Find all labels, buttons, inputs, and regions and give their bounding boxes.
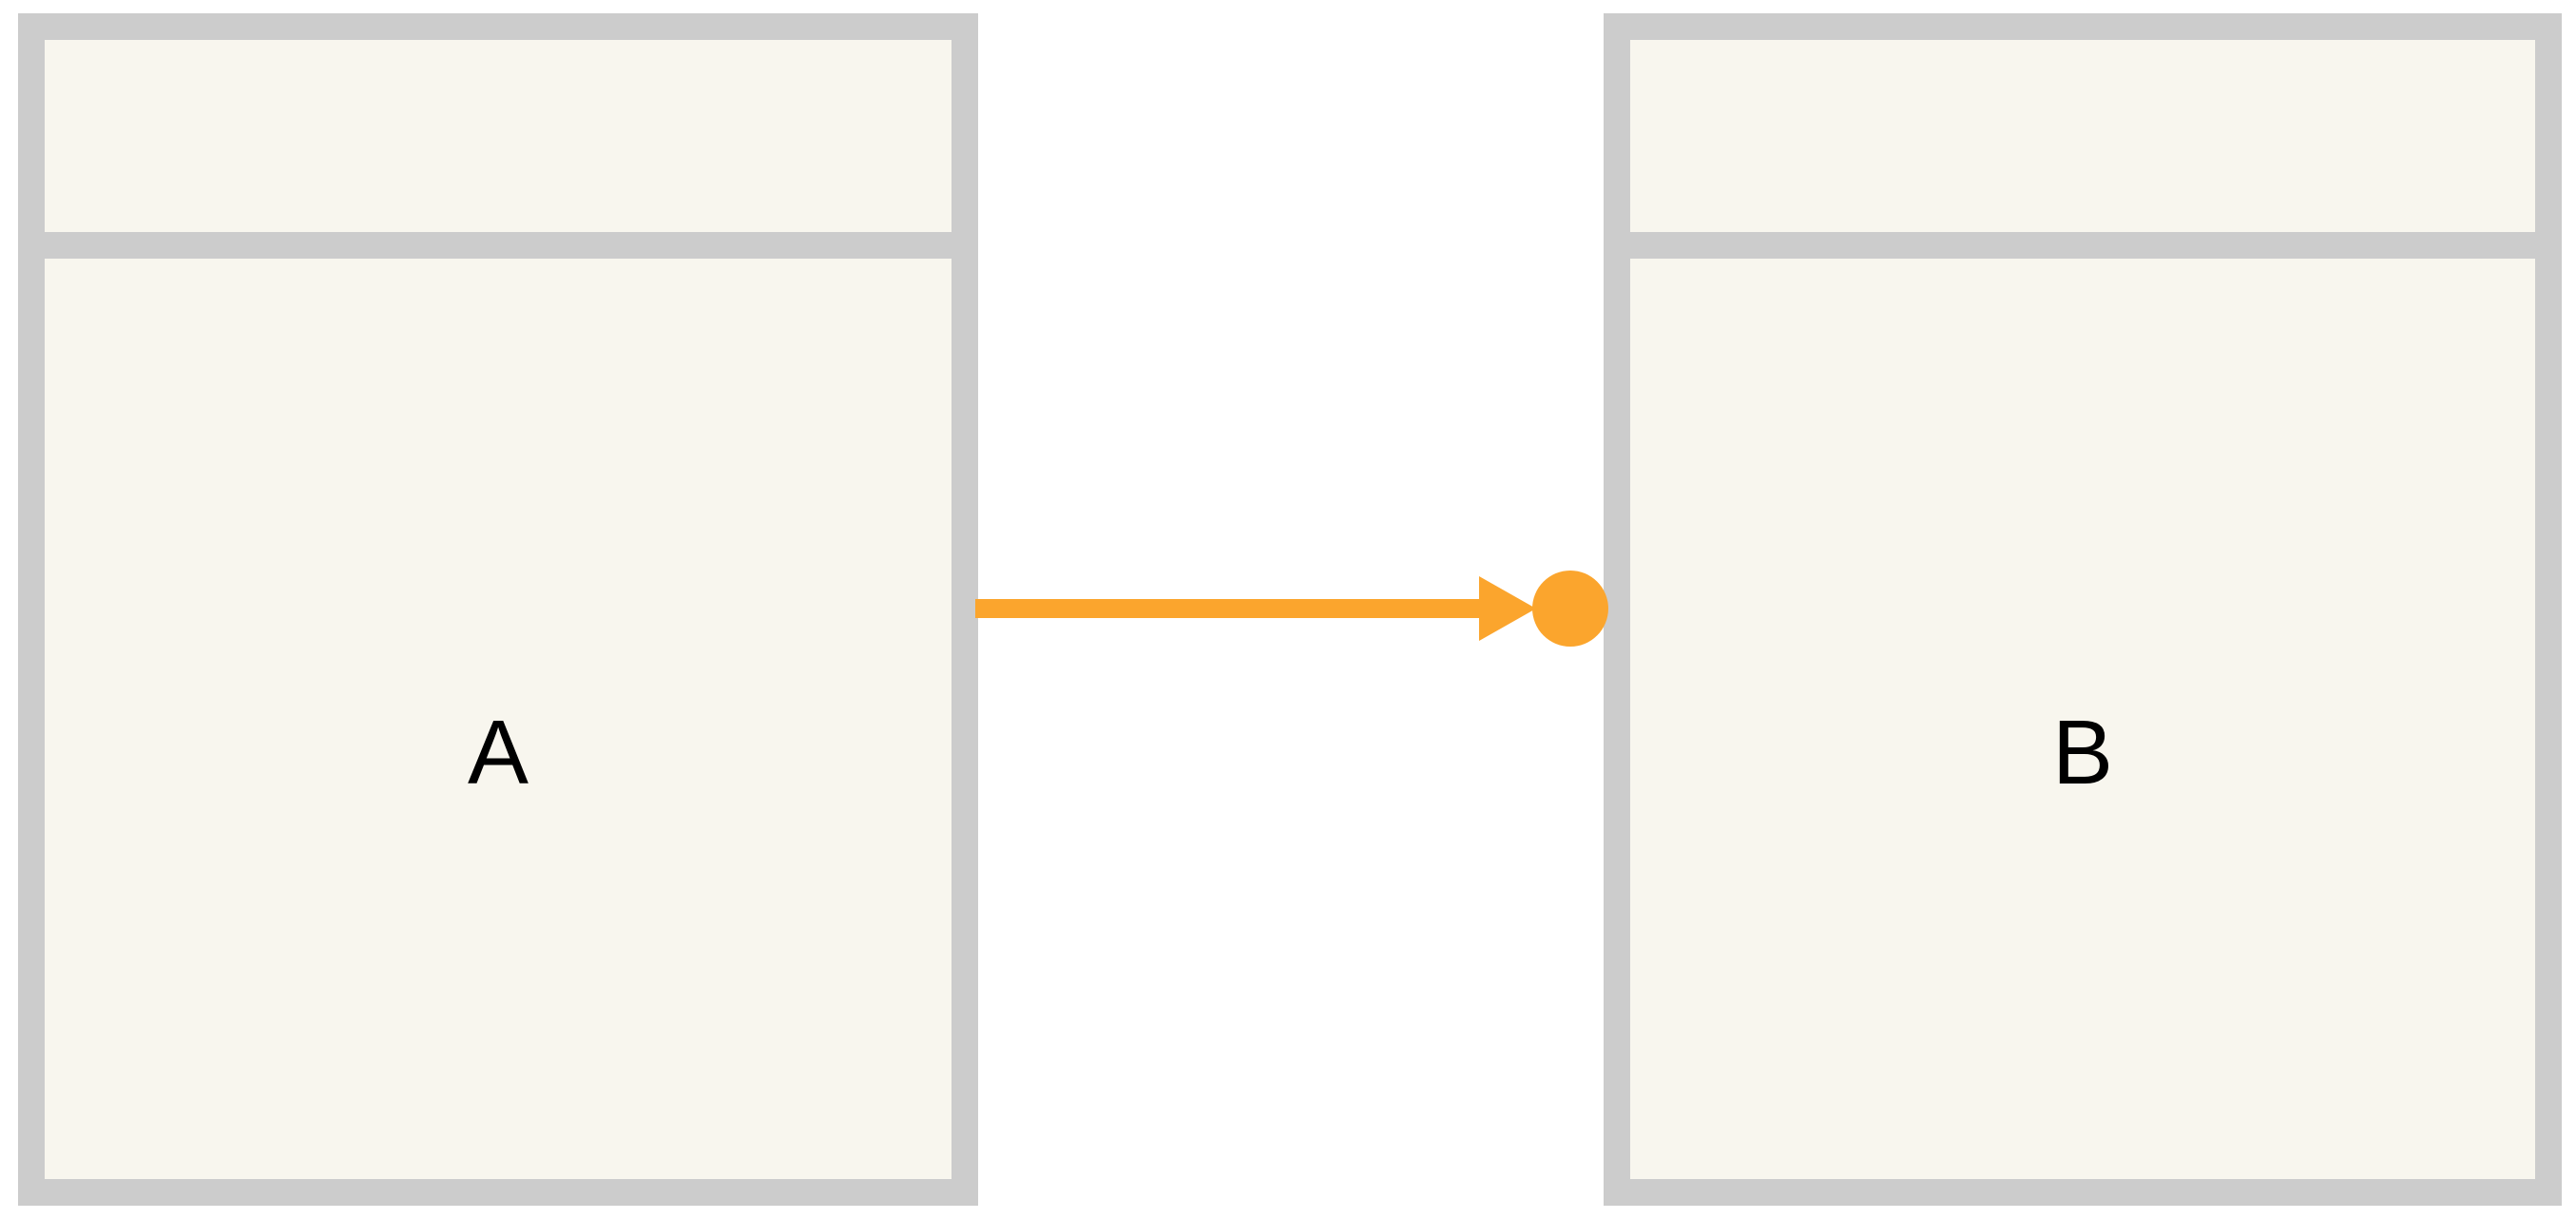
class-box-a-header <box>45 40 952 259</box>
class-box-a-body: A <box>45 259 952 1179</box>
node-label-b: B <box>2051 702 2114 803</box>
class-box-b[interactable]: B <box>1604 13 2562 1206</box>
class-box-a[interactable]: A <box>18 13 978 1206</box>
class-box-b-body: B <box>1630 259 2535 1179</box>
connector-endpoint-icon <box>1532 571 1608 647</box>
node-label-a: A <box>467 702 529 803</box>
class-box-b-header <box>1630 40 2535 259</box>
arrowhead-icon <box>1479 576 1536 641</box>
